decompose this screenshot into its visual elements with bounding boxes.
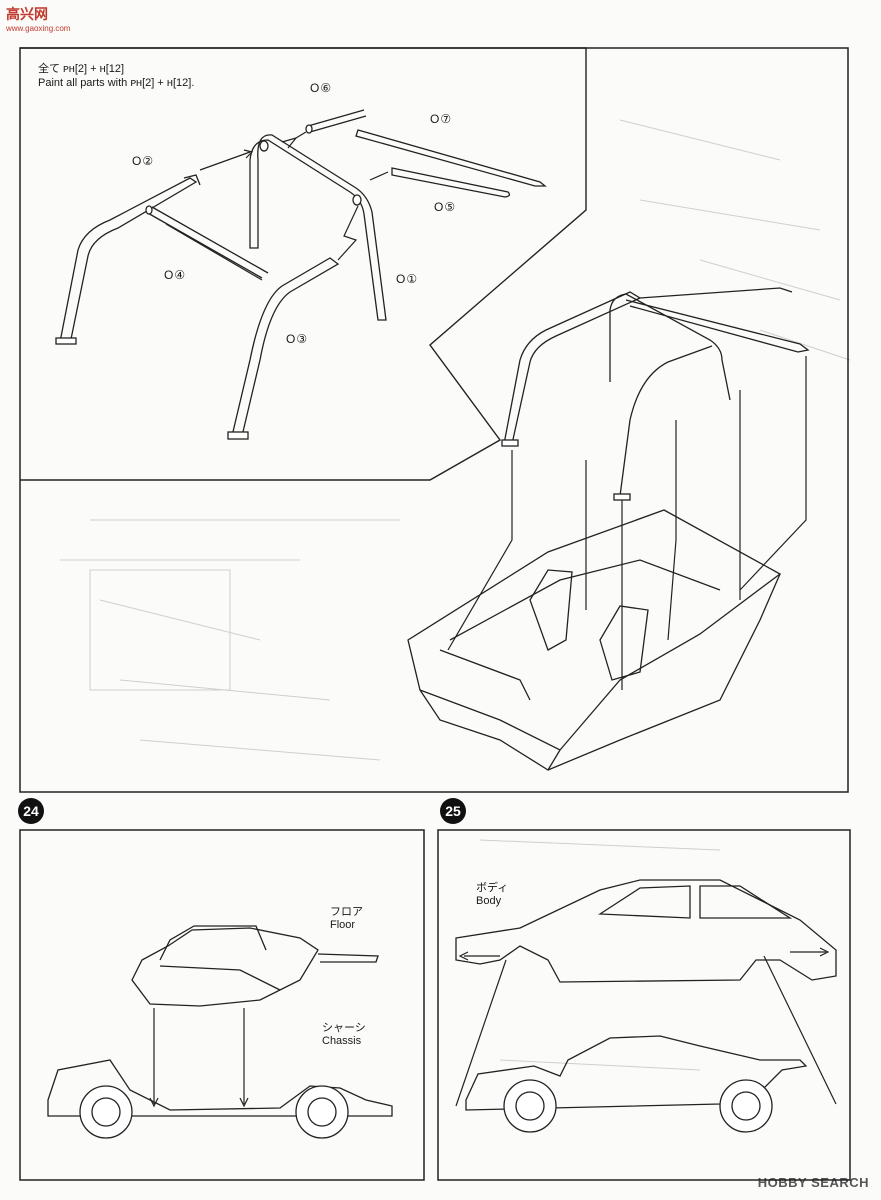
part-o6-bar	[305, 109, 367, 134]
assembled-cage	[501, 287, 810, 501]
step-number-badge: 25	[440, 798, 466, 824]
watermark-logo-text: 高兴网	[6, 6, 48, 22]
step-number-badge: 24	[18, 798, 44, 824]
paint-instruction-en: Paint all parts with ᴘʜ[2] + ʜ[12].	[38, 77, 195, 89]
part-label-o4: O④	[164, 268, 187, 282]
paint-instruction: 全て ᴘʜ[2] + ʜ[12] Paint all parts with ᴘʜ…	[38, 62, 194, 90]
step24-arrows	[149, 1008, 249, 1108]
part-o3-hoop	[227, 257, 340, 440]
step25-body	[455, 879, 837, 983]
part-label-o1: O①	[396, 272, 419, 286]
part-o4-bar	[145, 205, 269, 279]
chassis-label-jp: シャーシ	[322, 1022, 366, 1034]
body-label-jp: ボディ	[476, 882, 509, 894]
part-label-o6: O⑥	[310, 81, 333, 95]
floor-label-jp: フロア	[330, 906, 363, 918]
step25-chassis-assembly	[465, 1035, 808, 1133]
assembly-arrows	[165, 131, 389, 281]
step24-chassis	[47, 1059, 393, 1139]
background-ghost-lines	[60, 119, 851, 1071]
paint-instruction-jp: 全て ᴘʜ[2] + ʜ[12]	[38, 63, 125, 75]
floor-tub	[407, 509, 782, 771]
rollcage-parts-panel	[20, 47, 587, 481]
part-label-o2: O②	[132, 154, 155, 168]
part-label-o3: O③	[286, 332, 309, 346]
step25-funnel-lines	[455, 955, 837, 1107]
part-o1-main-hoop	[249, 134, 387, 321]
step24-floor	[131, 925, 379, 1007]
chassis-label: シャーシ Chassis	[322, 1022, 366, 1048]
part-o7-rail	[355, 129, 547, 187]
body-label: ボディ Body	[476, 882, 508, 908]
part-o2-front-hoop	[55, 174, 201, 345]
step25-frame	[437, 829, 851, 1181]
step24-frame	[19, 829, 425, 1181]
floor-label: フロア Floor	[330, 906, 363, 932]
chassis-label-en: Chassis	[322, 1035, 362, 1047]
cage-drop-arrows	[447, 356, 807, 690]
part-label-o7: O⑦	[430, 112, 453, 126]
watermark-logo-url: www.gaoxing.com	[6, 24, 71, 33]
hobbysearch-watermark: HOBBY SEARCH	[757, 1175, 869, 1190]
body-label-en: Body	[476, 895, 502, 907]
part-o5-rail	[391, 167, 511, 198]
floor-label-en: Floor	[330, 919, 356, 931]
watermark-logo: 高兴网 www.gaoxing.com	[6, 4, 70, 33]
part-label-o5: O⑤	[434, 200, 457, 214]
